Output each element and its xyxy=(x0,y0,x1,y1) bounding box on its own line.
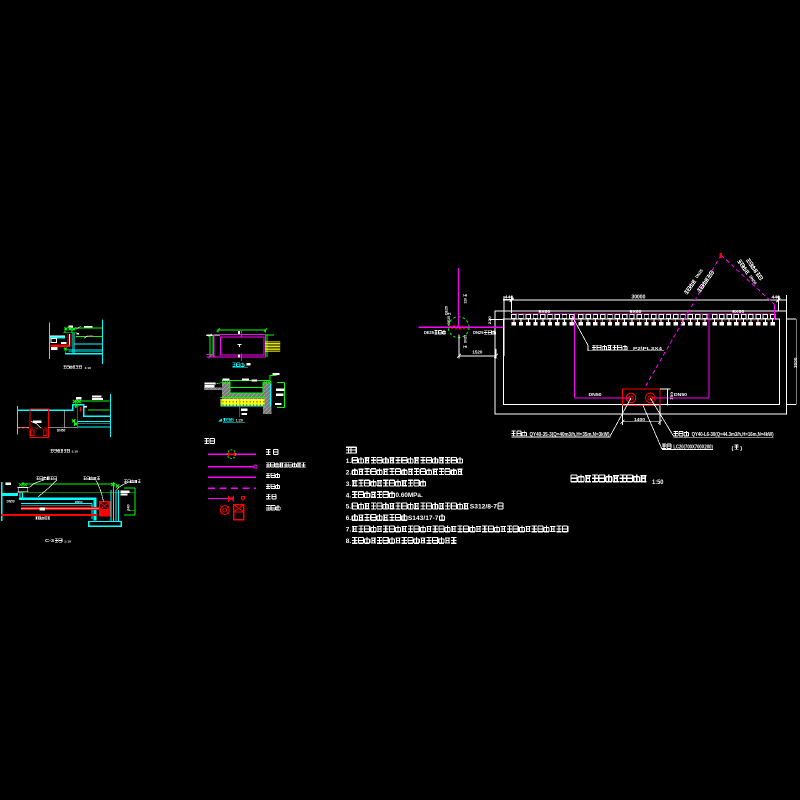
svg-text:2.: 2. xyxy=(346,469,352,476)
svg-text:DE25: DE25 xyxy=(445,306,449,315)
svg-text:DN25: DN25 xyxy=(694,268,704,280)
svg-text:LC20(700X700X200): LC20(700X700X200) xyxy=(673,445,713,451)
svg-text:DE25: DE25 xyxy=(447,316,451,325)
svg-text:1:10: 1:10 xyxy=(64,539,71,543)
svg-text:0.60MPa.: 0.60MPa. xyxy=(396,493,424,499)
svg-text:1:50: 1:50 xyxy=(652,479,664,486)
svg-text:1:10: 1:10 xyxy=(72,450,79,454)
svg-text:240: 240 xyxy=(127,504,131,511)
svg-text:30000: 30000 xyxy=(631,295,645,301)
svg-text:1520: 1520 xyxy=(472,349,482,354)
svg-text:9X60: 9X60 xyxy=(732,309,744,315)
svg-text:7.: 7. xyxy=(346,527,352,534)
svg-text:750: 750 xyxy=(669,391,674,400)
svg-text:5.: 5. xyxy=(346,504,352,511)
svg-text:DN50: DN50 xyxy=(674,392,687,397)
svg-text:9X60: 9X60 xyxy=(630,309,642,315)
svg-text:S143/17-7: S143/17-7 xyxy=(408,516,439,522)
svg-text:4.: 4. xyxy=(346,492,352,499)
svg-text:DN25: DN25 xyxy=(473,330,484,335)
svg-text:DN50: DN50 xyxy=(75,500,83,504)
svg-text:1.: 1. xyxy=(346,458,352,465)
svg-text:P2\PL3X4: P2\PL3X4 xyxy=(633,346,662,352)
svg-text:9X60: 9X60 xyxy=(538,309,550,315)
svg-text:(: ( xyxy=(732,446,734,452)
svg-text:DN50: DN50 xyxy=(7,500,15,504)
svg-text:1400: 1400 xyxy=(634,417,645,422)
svg-text:3.: 3. xyxy=(346,481,352,488)
svg-text:220: 220 xyxy=(487,315,492,324)
svg-text:S312/8-7: S312/8-7 xyxy=(470,505,498,511)
svg-text:DE25: DE25 xyxy=(424,330,435,335)
svg-text:DN50: DN50 xyxy=(748,274,758,286)
svg-text:8.: 8. xyxy=(346,538,352,545)
svg-text:220: 220 xyxy=(464,298,468,304)
svg-text:DN50: DN50 xyxy=(57,428,66,432)
svg-text:440: 440 xyxy=(505,295,514,300)
svg-text:6.: 6. xyxy=(346,515,352,522)
svg-text:DN25: DN25 xyxy=(464,335,468,343)
svg-text:DN50: DN50 xyxy=(589,392,602,397)
svg-text:QY40-L6-30(Q=44.3m3/h,H=16m,N=: QY40-L6-30(Q=44.3m3/h,H=16m,N=4kW) xyxy=(692,432,774,438)
svg-text:C-3: C-3 xyxy=(45,538,55,543)
svg-text:3000: 3000 xyxy=(793,357,798,368)
svg-text:): ) xyxy=(740,446,742,452)
svg-text:1:10: 1:10 xyxy=(85,366,92,370)
svg-text:QY40-35-3(Q=40m3/h,H=35m,N=3kW: QY40-35-3(Q=40m3/h,H=35m,N=3kW) xyxy=(530,432,610,438)
svg-text:440: 440 xyxy=(772,295,781,300)
svg-text:1:20: 1:20 xyxy=(236,418,243,422)
